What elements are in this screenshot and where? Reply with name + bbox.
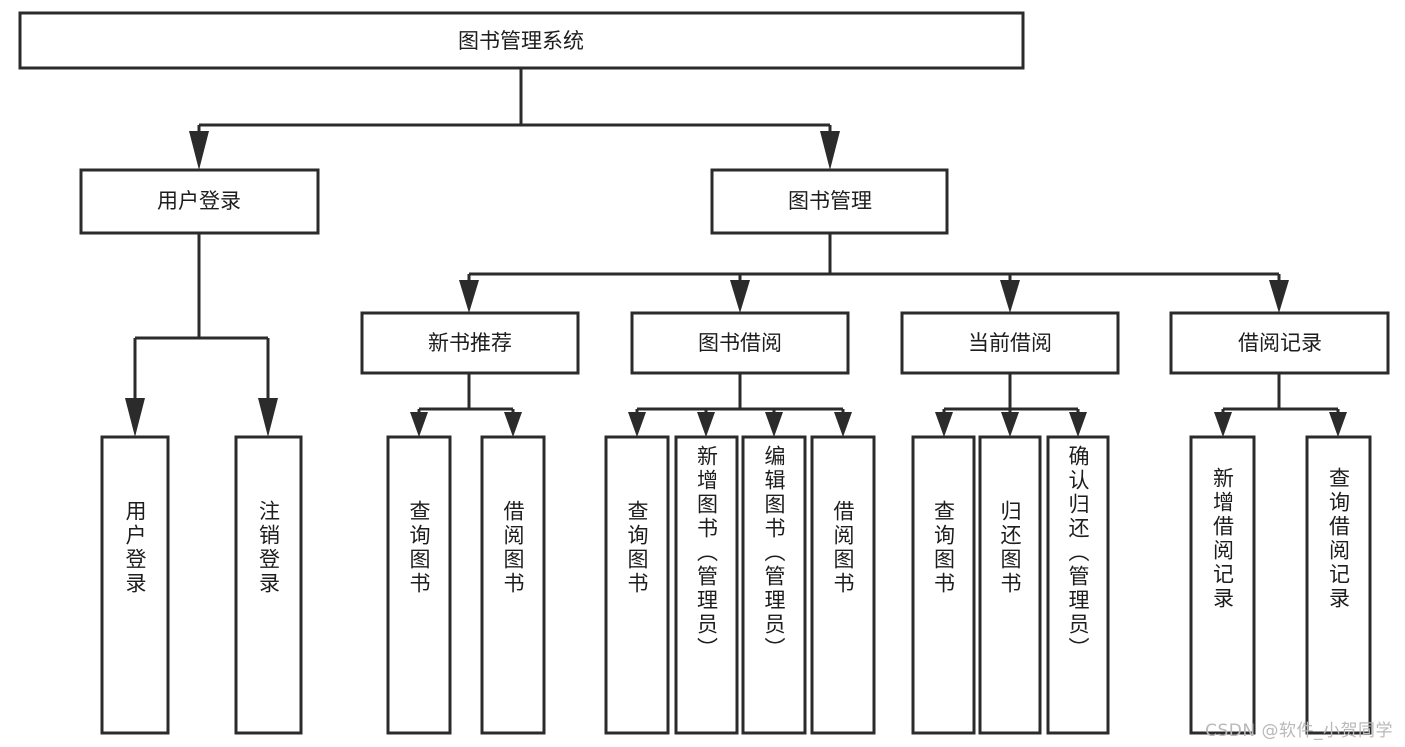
- node-leaf-query-book-3-box[interactable]: [911, 435, 976, 735]
- connectors-layer: [125, 68, 1347, 437]
- node-new-book-rec-box[interactable]: [360, 311, 580, 375]
- node-new-book-rec[interactable]: 新书推荐: [360, 311, 580, 375]
- node-leaf-user-logout-box[interactable]: [234, 435, 303, 735]
- arrow-to-borrow-record: [1269, 280, 1289, 313]
- node-root-box[interactable]: [18, 11, 1025, 70]
- node-user-login[interactable]: 用户登录: [79, 168, 320, 235]
- node-book-manage-label: 图书管理: [788, 189, 872, 213]
- arrow-to-current-borrow: [1000, 280, 1020, 313]
- node-new-book-rec-label: 新书推荐: [428, 331, 512, 355]
- arrow-to-book-borrow: [730, 280, 750, 313]
- node-borrow-record-box[interactable]: [1169, 311, 1390, 375]
- node-leaf-add-book-box[interactable]: [674, 435, 739, 735]
- arrow-to-leaf-query-book-2: [628, 412, 646, 437]
- node-book-borrow-box[interactable]: [630, 311, 850, 375]
- node-borrow-record[interactable]: 借阅记录: [1169, 311, 1390, 375]
- node-leaf-query-book-2-box[interactable]: [604, 435, 670, 735]
- arrow-to-leaf-edit-book: [765, 412, 783, 437]
- node-leaf-user-login-box[interactable]: [100, 435, 170, 735]
- node-root[interactable]: 图书管理系统: [18, 11, 1025, 70]
- node-leaf-return-book-box[interactable]: [978, 435, 1042, 735]
- arrow-to-leaf-borrow-book-2: [834, 412, 852, 437]
- node-leaf-edit-book-box[interactable]: [741, 435, 807, 735]
- node-book-manage-box[interactable]: [710, 168, 949, 235]
- arrow-to-leaf-borrow-book-1: [504, 412, 522, 437]
- node-borrow-record-label: 借阅记录: [1238, 331, 1322, 355]
- node-root-label: 图书管理系统: [458, 29, 584, 53]
- watermark-text: CSDN @软件_小贺同学: [1205, 721, 1393, 741]
- arrow-to-book-manage: [820, 131, 840, 170]
- arrow-to-leaf-add-book: [697, 412, 715, 437]
- node-leaf-add-record-box[interactable]: [1189, 435, 1256, 735]
- node-current-borrow-label: 当前借阅: [968, 331, 1052, 355]
- arrow-to-leaf-user-logout: [258, 398, 278, 437]
- nodes-layer: 图书管理系统 用户登录 图书管理 新书推荐 图书借阅: [18, 11, 1390, 735]
- arrow-to-leaf-query-book-1: [410, 412, 428, 437]
- node-book-manage[interactable]: 图书管理: [710, 168, 949, 235]
- node-leaf-borrow-book-1-box[interactable]: [480, 435, 546, 735]
- node-leaf-confirm-return-box[interactable]: [1046, 435, 1110, 735]
- arrow-to-leaf-confirm-return: [1069, 412, 1087, 437]
- node-user-login-label: 用户登录: [157, 189, 241, 213]
- node-leaf-borrow-book-2-box[interactable]: [810, 435, 876, 735]
- arrow-to-leaf-add-record: [1214, 412, 1232, 437]
- node-leaf-query-book-1-box[interactable]: [386, 435, 452, 735]
- node-book-borrow[interactable]: 图书借阅: [630, 311, 850, 375]
- node-current-borrow-box[interactable]: [900, 311, 1120, 375]
- node-book-borrow-label: 图书借阅: [698, 331, 782, 355]
- arrow-to-leaf-return-book: [1001, 412, 1019, 437]
- arrow-to-leaf-query-record: [1329, 412, 1347, 437]
- node-leaf-query-record-box[interactable]: [1305, 435, 1372, 735]
- arrow-to-new-book-rec: [459, 280, 479, 313]
- arrow-to-leaf-user-login: [125, 398, 145, 437]
- node-current-borrow[interactable]: 当前借阅: [900, 311, 1120, 375]
- node-user-login-box[interactable]: [79, 168, 320, 235]
- arrow-to-user-login: [189, 131, 209, 170]
- arrow-to-leaf-query-book-3: [935, 412, 953, 437]
